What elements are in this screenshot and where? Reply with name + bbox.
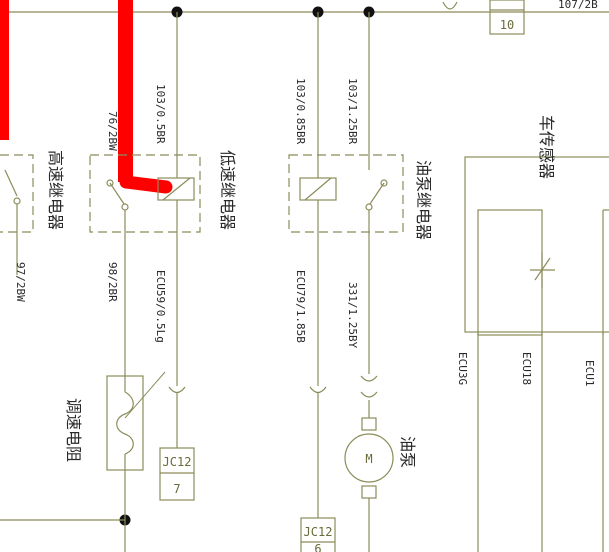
relay-contact (13, 197, 21, 205)
resistor-coil (116, 391, 134, 455)
motor-brush (361, 417, 377, 431)
wire-label-103c: 103/1.25BR (346, 78, 359, 145)
wire-label-97: 97/2BW (14, 262, 27, 302)
pump-relay-label: 油泵继电器 (414, 160, 433, 240)
high-speed-relay-label: 高速继电器 (46, 150, 65, 230)
top-connector-pin: 10 (500, 18, 514, 32)
motor-brush (361, 485, 377, 499)
wire-label-ecu59: ECU59/0.5Lg (154, 270, 167, 343)
relay-contact (365, 203, 373, 211)
low-speed-relay-box (89, 154, 201, 233)
red-wire-main (118, 0, 133, 182)
red-wire-left (0, 0, 9, 140)
mid-connector-pin: 7 (173, 482, 180, 496)
mid-connector-name: JC12 (163, 455, 192, 469)
top-plug-symbol (442, 1, 458, 10)
red-wire-hook (119, 175, 173, 194)
wire-label-ecu3g: ECU3G (456, 352, 469, 385)
resistor-pointer (124, 371, 166, 419)
wire-label-103a: 103/0.5BR (154, 84, 167, 144)
wire-label-ecu18: ECU18 (520, 352, 533, 385)
wire-label-107: 107/2B (558, 0, 598, 11)
pump-relay-box (288, 154, 404, 233)
speed-resistor-label: 调速电阻 (64, 398, 83, 462)
low-speed-relay-label: 低速继电器 (218, 150, 237, 230)
mid-connector-box (159, 447, 195, 501)
wire-label-ecu79: ECU79/1.85B (294, 270, 307, 343)
top-connector-box (489, 0, 525, 35)
motor-symbol: M (365, 452, 372, 466)
plug-symbol (360, 391, 378, 398)
pump-label: 油泵 (398, 436, 417, 468)
bottom-connector-name: JC12 (304, 525, 333, 539)
bottom-connector-pin: 6 (314, 542, 321, 552)
high-relay-switch (4, 169, 18, 197)
plug-symbol (168, 386, 186, 394)
sensor-label: 车传感器 (537, 115, 556, 179)
wire-label-331: 331/1.25BY (346, 282, 359, 349)
coil-mark (304, 177, 332, 201)
low-relay-coil (157, 177, 195, 201)
wire-label-98: 98/2BR (106, 262, 119, 302)
sensor-box (477, 209, 543, 336)
wire-label-103b: 103/0.85BR (294, 78, 307, 145)
plug-symbol (309, 386, 327, 394)
relay-contact (121, 203, 129, 211)
pump-relay-switch (369, 182, 385, 205)
plug-symbol (360, 375, 378, 382)
relay-contact (106, 179, 114, 187)
low-relay-switch (109, 182, 125, 205)
pump-motor (344, 433, 394, 483)
relay-contact (380, 179, 388, 187)
ecu-outline (464, 156, 609, 333)
coil-mark (162, 177, 191, 201)
wire-label-76: 76/2BW (106, 111, 119, 151)
bottom-connector-box (300, 517, 336, 552)
wire-label-ecu1: ECU1 (583, 360, 596, 387)
